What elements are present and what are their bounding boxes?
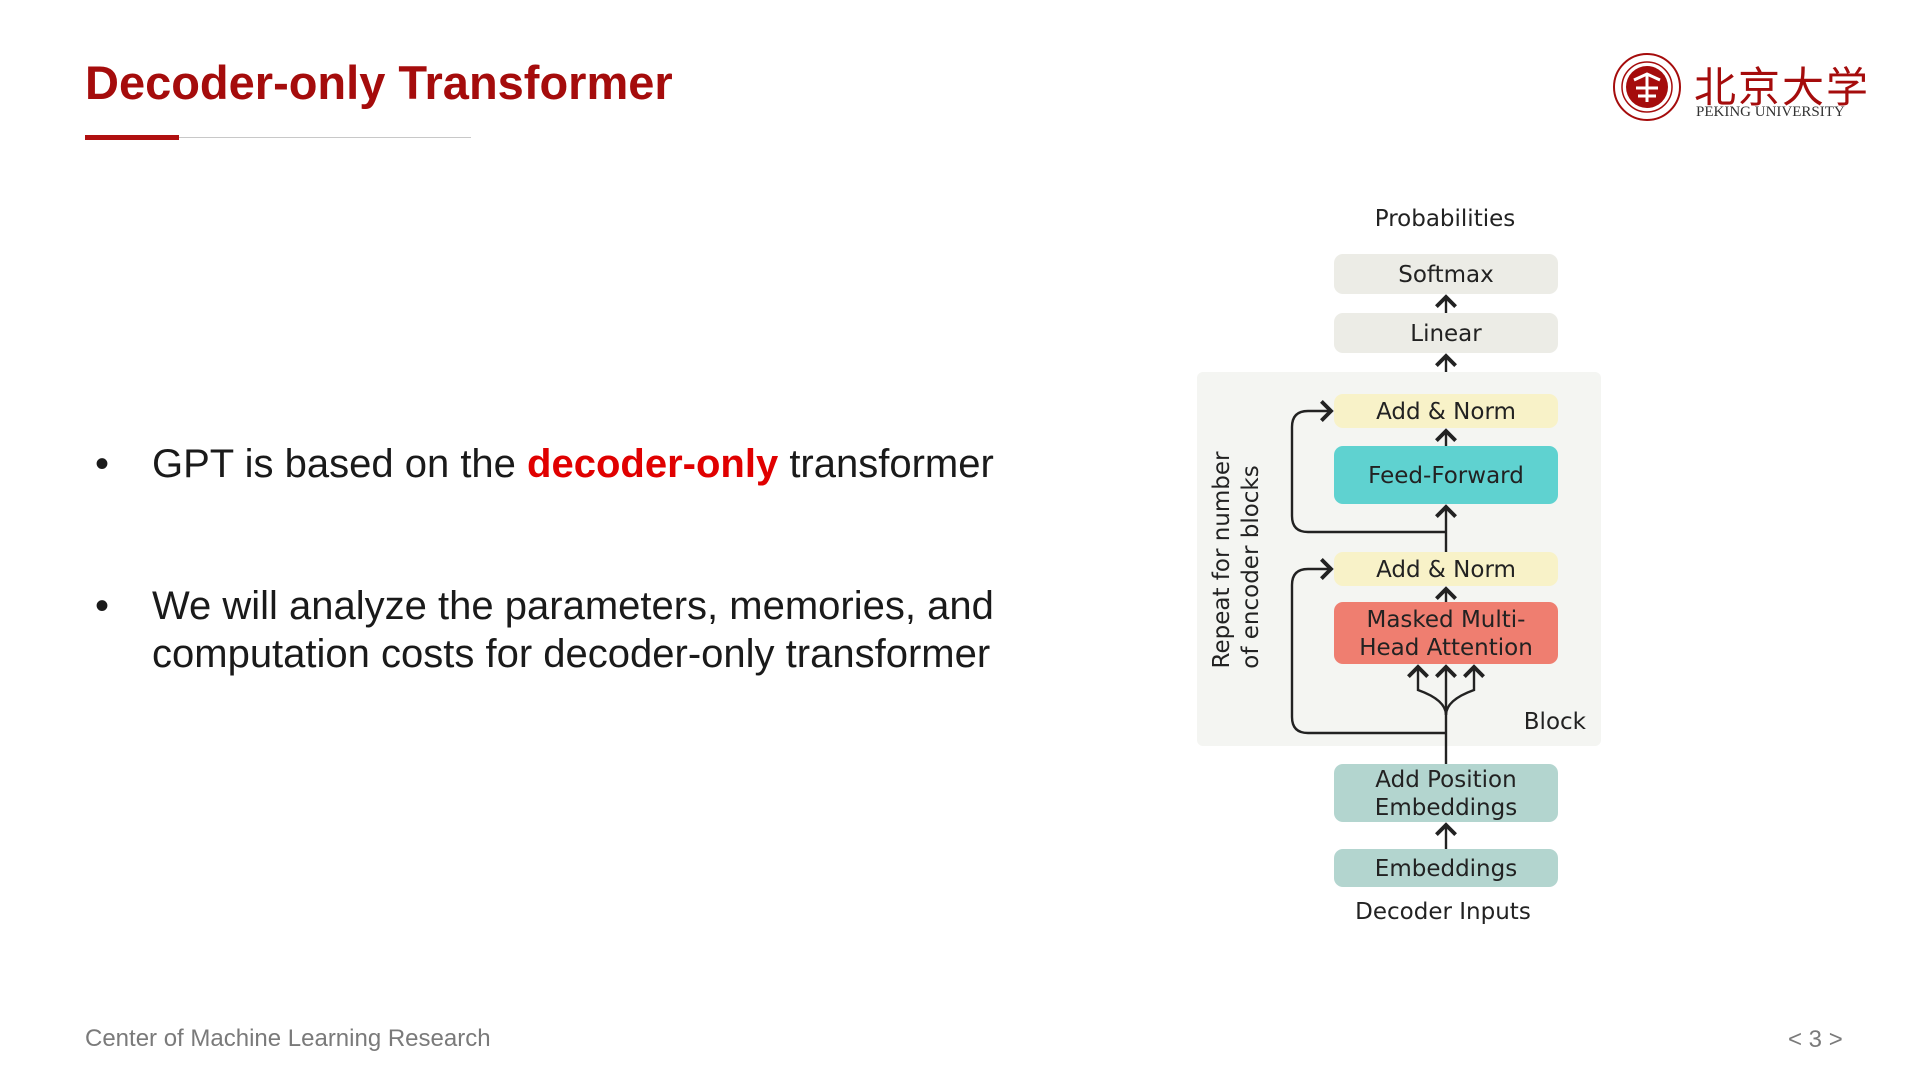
logo-chinese-name: 北京大学 [1694, 63, 1871, 112]
probabilities-label: Probabilities [1375, 206, 1516, 232]
title-underline [85, 137, 471, 138]
bullet-dot-icon: • [95, 442, 110, 486]
bullet-highlight: decoder-only [527, 442, 779, 486]
feed-forward-box [1334, 446, 1558, 504]
position-embeddings-label-line-1: Add Position [1375, 767, 1516, 793]
linear-box [1334, 313, 1558, 353]
embeddings-box [1334, 849, 1558, 887]
position-embeddings-label-line-2: Embeddings [1375, 795, 1517, 821]
masked-attention-box [1334, 602, 1558, 664]
footer-organization: Center of Machine Learning Research [85, 1025, 491, 1052]
add-norm-top-label: Add & Norm [1376, 399, 1516, 425]
residual-loop-attention [1290, 558, 1446, 735]
bullet-item-gpt: • GPT is based on the decoder-only trans… [95, 440, 1035, 488]
add-norm-bottom-label: Add & Norm [1376, 557, 1516, 583]
add-norm-bottom-box [1334, 552, 1558, 586]
decoder-inputs-label: Decoder Inputs [1355, 899, 1531, 925]
slide-title: Decoder-only Transformer [85, 56, 673, 109]
repeat-label-line-2: of encoder blocks [1238, 465, 1264, 668]
logo-english-name: PEKING UNIVERSITY [1696, 104, 1845, 120]
bullet-text-line-1: We will analyze the parameters, memories… [152, 584, 994, 628]
softmax-label: Softmax [1398, 262, 1494, 288]
block-label: Block [1524, 709, 1587, 735]
university-logo: 北京大学 PEKING UNIVERSITY [1612, 52, 1872, 124]
arrow-attention-left-input [1407, 664, 1448, 716]
masked-attention-label-line-2: Head Attention [1359, 635, 1533, 661]
feed-forward-label: Feed-Forward [1368, 463, 1524, 489]
softmax-box [1334, 254, 1558, 294]
bullet-text: GPT is based on the [152, 442, 528, 486]
peking-university-seal-icon [1613, 53, 1681, 121]
title-underline-accent [85, 135, 179, 140]
page-number: < 3 > [1788, 1026, 1843, 1053]
bullet-text: transformer [778, 442, 994, 486]
bullet-text-line-2: computation costs for decoder-only trans… [152, 632, 991, 676]
arrow-attention-right-input [1444, 664, 1485, 716]
embeddings-label: Embeddings [1375, 856, 1517, 882]
add-norm-top-box [1334, 394, 1558, 428]
masked-attention-label-line-1: Masked Multi- [1366, 607, 1525, 633]
repeat-label-line-1: Repeat for number [1209, 451, 1235, 669]
position-embeddings-box [1334, 764, 1558, 822]
block-background [1197, 372, 1601, 746]
bullet-item-analysis: • We will analyze the parameters, memori… [95, 582, 1035, 678]
bullet-list: • GPT is based on the decoder-only trans… [95, 440, 1035, 772]
linear-label: Linear [1410, 321, 1482, 347]
residual-loop-feedforward [1290, 400, 1446, 534]
bullet-dot-icon: • [95, 584, 110, 628]
